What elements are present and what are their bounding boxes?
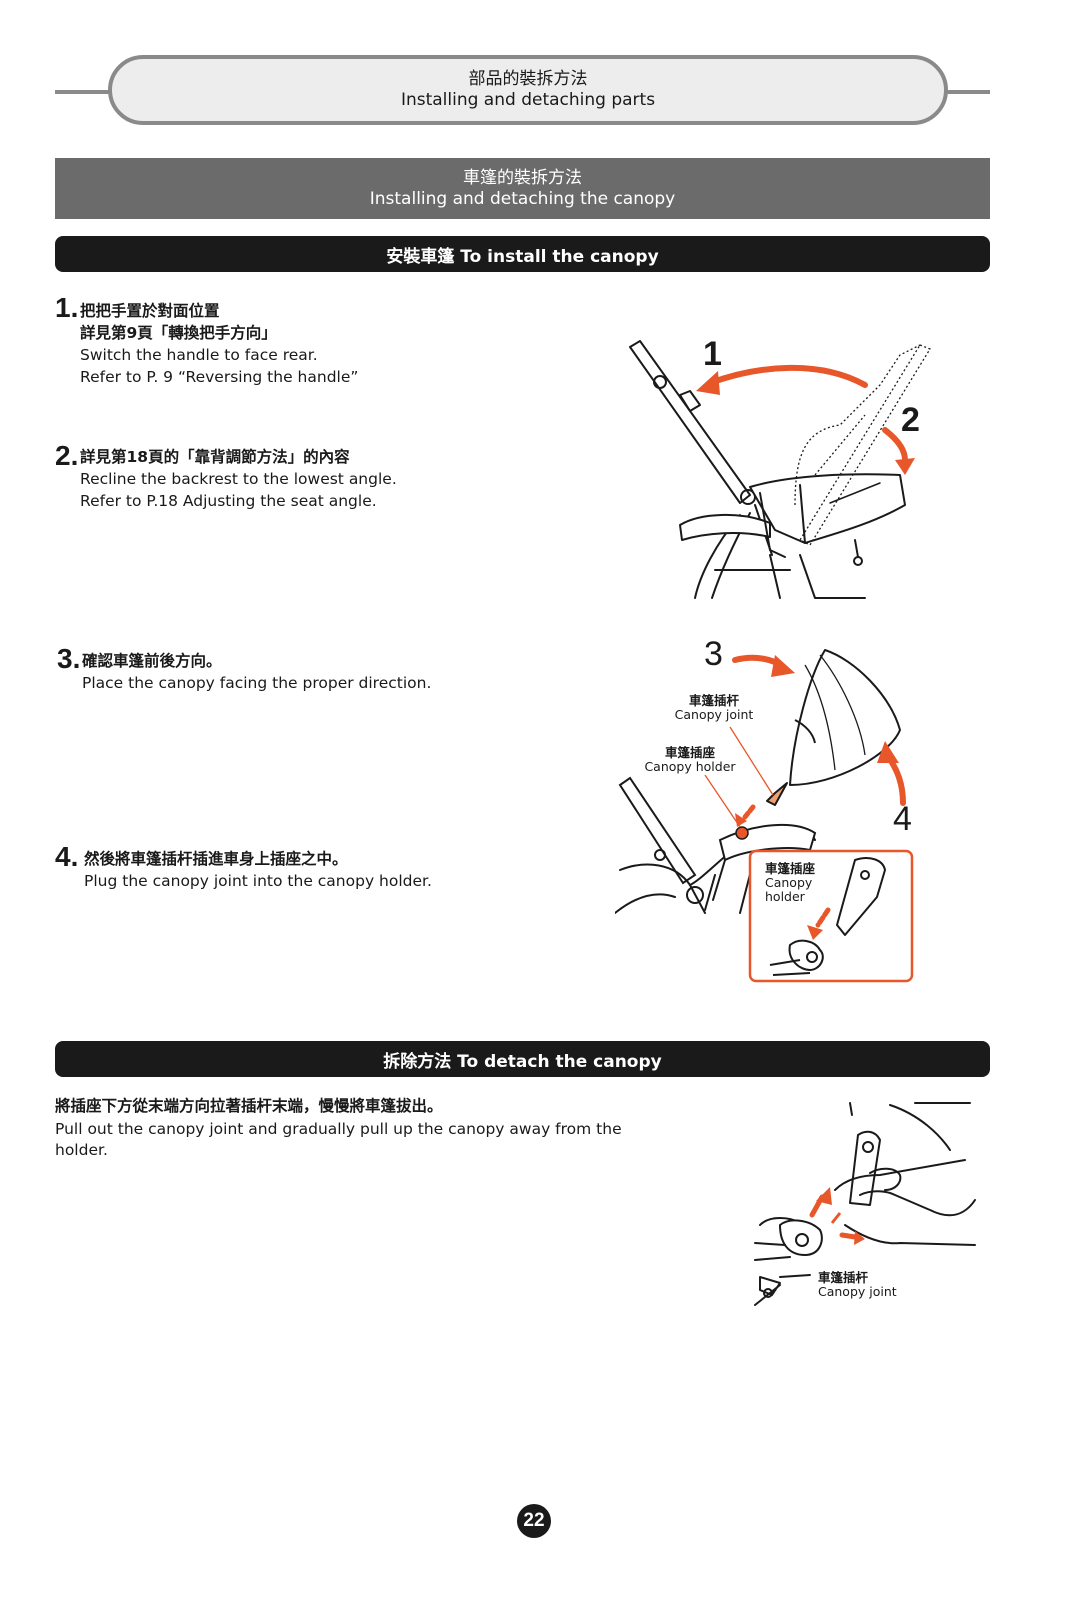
figure-reverse-handle: 1 2 bbox=[600, 325, 940, 605]
inset-holder-label-en-1: Canopy bbox=[765, 875, 813, 890]
step-2-text: 詳見第18頁的「靠背調節方法」的內容 Recline the backrest … bbox=[80, 446, 397, 512]
figure2-label-4: 4 bbox=[893, 800, 912, 838]
inset-holder-label: 車篷插座 Canopy holder bbox=[765, 862, 815, 904]
hand-detach-illustration bbox=[754, 1102, 976, 1306]
install-heading: 安裝車篷 To install the canopy bbox=[55, 236, 990, 272]
step-2-en-2: Refer to P.18 Adjusting the seat angle. bbox=[80, 492, 377, 510]
canopy-holder-label: 車篷插座 Canopy holder bbox=[635, 746, 745, 774]
canopy-holder-label-en: Canopy holder bbox=[644, 759, 736, 774]
figure2-label-3: 3 bbox=[704, 635, 723, 673]
chapter-title-cn: 部品的裝拆方法 bbox=[468, 69, 588, 89]
stroller-illustration-1 bbox=[629, 340, 931, 599]
step-3-en-1: Place the canopy facing the proper direc… bbox=[82, 674, 432, 692]
section-title-en: Installing and detaching the canopy bbox=[369, 188, 676, 209]
step-1-cn-1: 把把手置於對面位置 bbox=[80, 302, 220, 320]
canopy-joint-label-cn: 車篷插杆 bbox=[688, 693, 739, 708]
detach-en: Pull out the canopy joint and gradually … bbox=[55, 1120, 622, 1159]
canopy-joint-label: 車篷插杆 Canopy joint bbox=[659, 694, 769, 722]
header-rule-left bbox=[55, 90, 115, 94]
chapter-header: 部品的裝拆方法 Installing and detaching parts bbox=[108, 55, 948, 125]
step-3-text: 確認車篷前後方向。 Place the canopy facing the pr… bbox=[82, 650, 431, 694]
chapter-title-en: Installing and detaching parts bbox=[400, 90, 656, 110]
step-1-number: 1. bbox=[55, 292, 79, 323]
section-title-cn: 車篷的裝拆方法 bbox=[463, 167, 582, 188]
figure1-label-1: 1 bbox=[703, 335, 722, 373]
figure-install-canopy: 3 4 車篷插杆 Canopy joint 車篷插座 Canopy holder… bbox=[615, 635, 925, 995]
step-2-number: 2. bbox=[55, 440, 79, 471]
step-2-cn-1: 詳見第18頁的「靠背調節方法」的內容 bbox=[80, 448, 350, 466]
detach-instructions: 將插座下方從末端方向拉著插杆末端，慢慢將車篷拔出。 Pull out the c… bbox=[55, 1096, 625, 1161]
detach-cn: 將插座下方從末端方向拉著插杆末端，慢慢將車篷拔出。 bbox=[55, 1097, 443, 1115]
page-number: 22 bbox=[517, 1504, 551, 1538]
step-4-en-1: Plug the canopy joint into the canopy ho… bbox=[84, 872, 432, 890]
canopy-holder-label-cn: 車篷插座 bbox=[664, 745, 715, 760]
step-2-en-1: Recline the backrest to the lowest angle… bbox=[80, 470, 397, 488]
inset-holder-label-cn: 車篷插座 bbox=[765, 861, 816, 876]
canopy-joint-label-en: Canopy joint bbox=[674, 707, 754, 722]
step-1-text: 把把手置於對面位置 詳見第9頁「轉換把手方向」 Switch the handl… bbox=[80, 300, 358, 388]
step-1-en-1: Switch the handle to face rear. bbox=[80, 346, 318, 364]
step-3-number: 3. bbox=[57, 643, 81, 674]
detach-joint-label: 車篷插杆 Canopy joint bbox=[818, 1271, 897, 1299]
step-4-number: 4. bbox=[55, 841, 79, 872]
inset-holder-label-en-2: holder bbox=[765, 889, 805, 904]
detach-joint-label-en: Canopy joint bbox=[818, 1284, 897, 1299]
figure1-label-2: 2 bbox=[901, 401, 920, 439]
section-banner: 車篷的裝拆方法 Installing and detaching the can… bbox=[55, 158, 990, 219]
detach-joint-label-cn: 車篷插杆 bbox=[818, 1270, 869, 1285]
stroller-illustration-2 bbox=[615, 649, 914, 983]
step-4-text: 然後將車篷插杆插進車身上插座之中。 Plug the canopy joint … bbox=[84, 848, 432, 892]
figure-detach-canopy: 車篷插杆 Canopy joint bbox=[750, 1095, 980, 1315]
header-rule-right bbox=[940, 90, 990, 94]
step-1-en-2: Refer to P. 9 “Reversing the handle” bbox=[80, 368, 359, 386]
step-3-cn-1: 確認車篷前後方向。 bbox=[82, 652, 222, 670]
step-4-cn-1: 然後將車篷插杆插進車身上插座之中。 bbox=[84, 850, 348, 868]
step-1-cn-2: 詳見第9頁「轉換把手方向」 bbox=[80, 324, 277, 342]
detach-heading: 拆除方法 To detach the canopy bbox=[55, 1041, 990, 1077]
